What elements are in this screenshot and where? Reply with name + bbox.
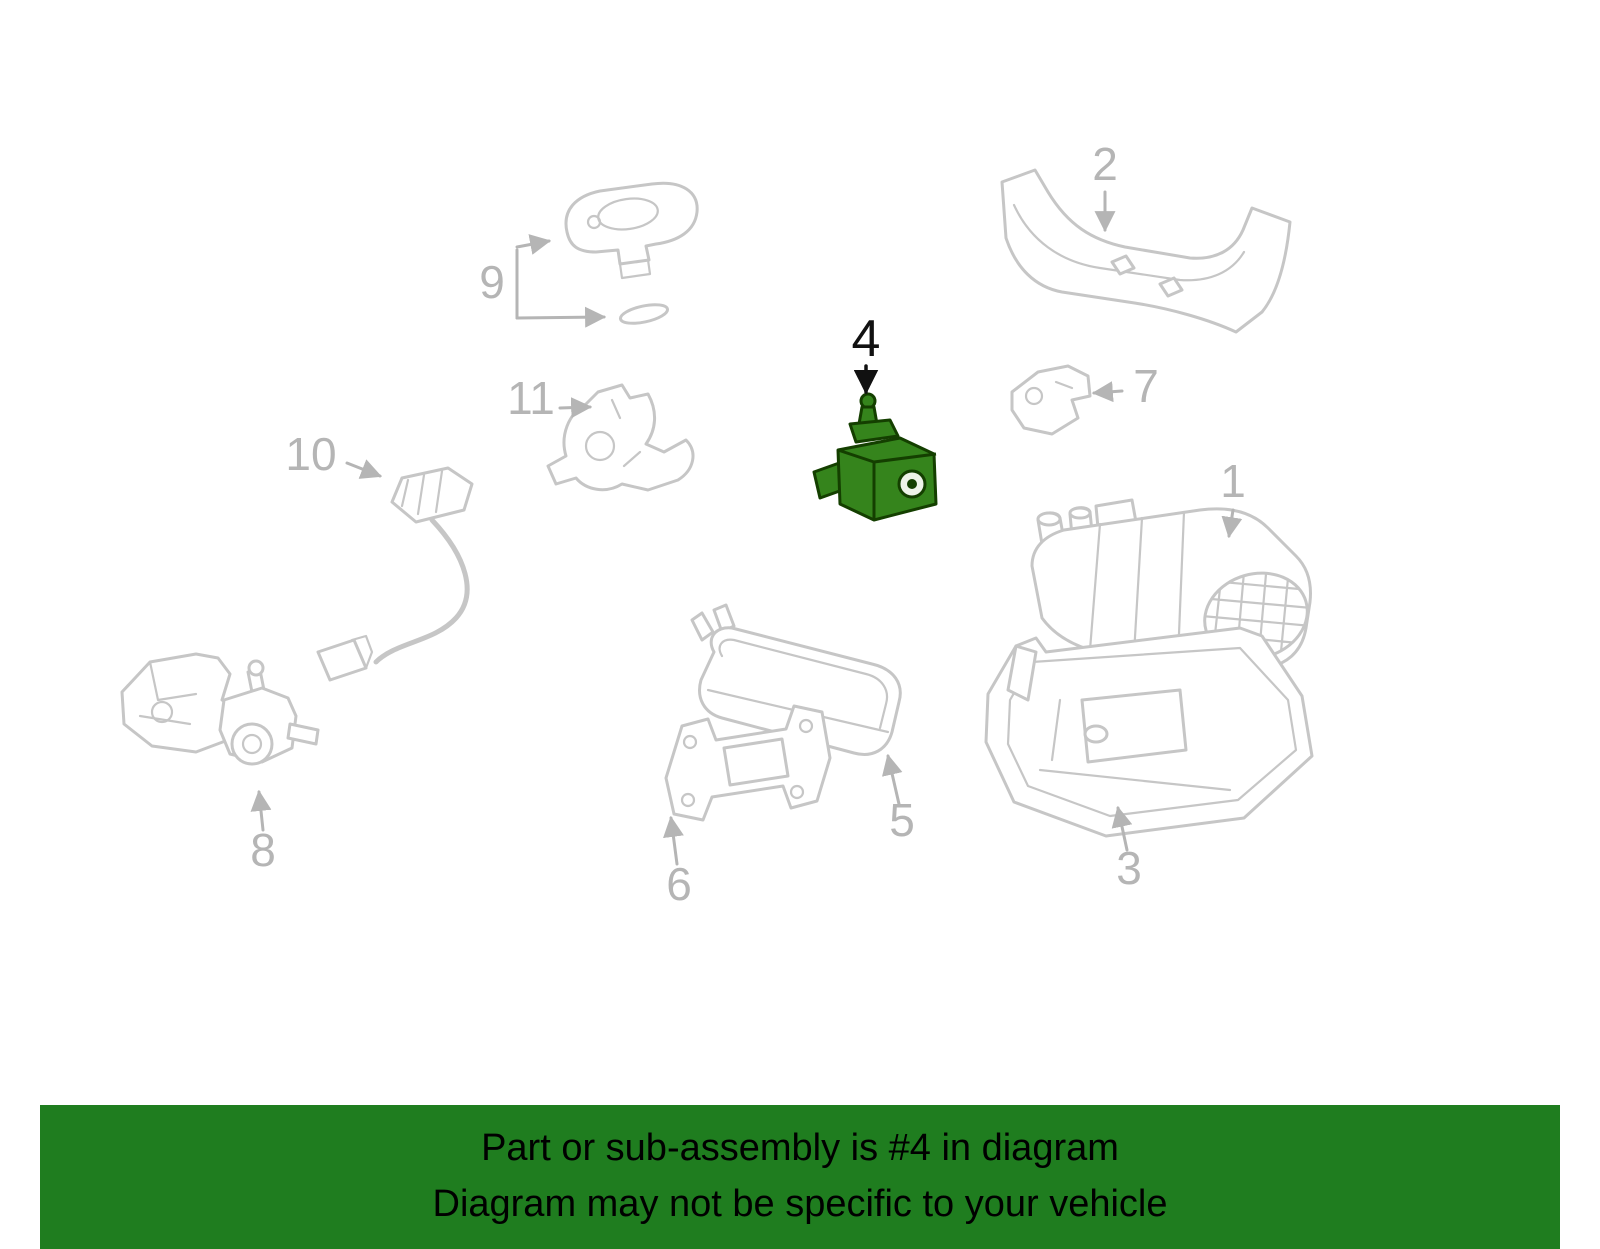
- part-label-2: 2: [1092, 138, 1118, 190]
- part-7-mount: [1010, 364, 1092, 436]
- part-label-9: 9: [479, 256, 505, 308]
- part-label-7: 7: [1133, 360, 1159, 412]
- part-label-10: 10: [285, 428, 336, 480]
- part-6-bracket: [664, 704, 832, 822]
- part-label-11: 11: [507, 372, 555, 424]
- leader-lines: [250, 190, 1243, 866]
- banner-line-1: Part or sub-assembly is #4 in diagram: [481, 1127, 1119, 1170]
- part-label-4-callout: 4: [852, 310, 881, 368]
- info-banner: Part or sub-assembly is #4 in diagram Di…: [40, 1105, 1560, 1249]
- part-4-purge-valve-highlighted: [812, 392, 938, 522]
- part-11-bracket: [546, 383, 695, 492]
- part-label-1: 1: [1220, 455, 1246, 507]
- part-2-bracket: [1000, 168, 1292, 334]
- part-number-labels: 2 9 11 7 10 1 8 5 6 3 4: [250, 138, 1246, 910]
- part-label-3: 3: [1116, 842, 1142, 894]
- part-9-sensor: [564, 181, 699, 325]
- part-label-8: 8: [250, 824, 276, 876]
- parts-diagram: 2 9 11 7 10 1 8 5 6 3 4: [120, 138, 1314, 910]
- part-10-oxygen-sensor: [316, 466, 474, 682]
- part-5-cover: [690, 603, 902, 756]
- part-3-tray: [984, 626, 1314, 838]
- part-label-6: 6: [666, 858, 692, 910]
- part-8-valve-assembly: [120, 652, 320, 766]
- banner-line-2: Diagram may not be specific to your vehi…: [432, 1183, 1168, 1225]
- part-label-5: 5: [889, 794, 915, 846]
